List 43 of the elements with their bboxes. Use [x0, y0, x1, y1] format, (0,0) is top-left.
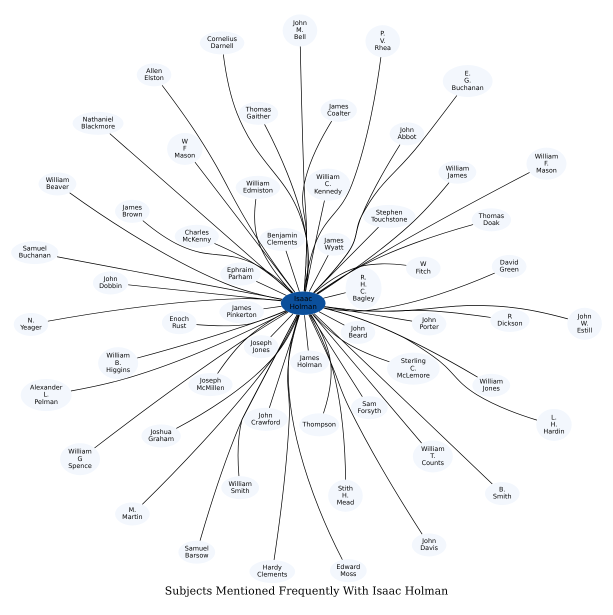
connector — [128, 284, 282, 302]
connector — [264, 124, 308, 292]
connector — [308, 254, 329, 292]
connector — [324, 306, 412, 322]
connector — [309, 314, 346, 480]
connector — [302, 120, 332, 292]
connector — [274, 314, 300, 560]
connector — [69, 192, 282, 300]
connector — [162, 84, 296, 292]
connector — [318, 311, 345, 326]
connector — [310, 314, 363, 398]
connector — [312, 314, 422, 444]
connector — [313, 226, 379, 294]
connector — [214, 243, 292, 294]
connector — [314, 264, 407, 294]
connector — [56, 256, 282, 300]
connector — [323, 292, 346, 299]
connector — [270, 313, 294, 338]
connector — [254, 198, 293, 293]
connector — [200, 314, 298, 542]
connector — [142, 220, 294, 294]
connector — [238, 314, 298, 476]
connector — [312, 314, 390, 362]
connector — [308, 314, 422, 535]
connector — [263, 306, 282, 310]
connector — [323, 272, 496, 312]
connector — [48, 298, 282, 322]
connector — [286, 250, 300, 292]
connector — [313, 144, 400, 294]
connector — [217, 310, 288, 374]
connector — [176, 314, 300, 429]
connector — [109, 133, 292, 294]
connector — [310, 314, 332, 414]
connector — [304, 314, 309, 351]
connector — [305, 200, 325, 292]
connector — [324, 305, 568, 320]
connector — [222, 54, 309, 292]
connector — [313, 95, 458, 294]
connector — [196, 310, 286, 326]
connector — [194, 162, 296, 292]
connector — [323, 308, 478, 378]
diagram-title: Subjects Mentioned Frequently With Isaac Holman — [164, 584, 448, 598]
connector — [256, 281, 287, 296]
